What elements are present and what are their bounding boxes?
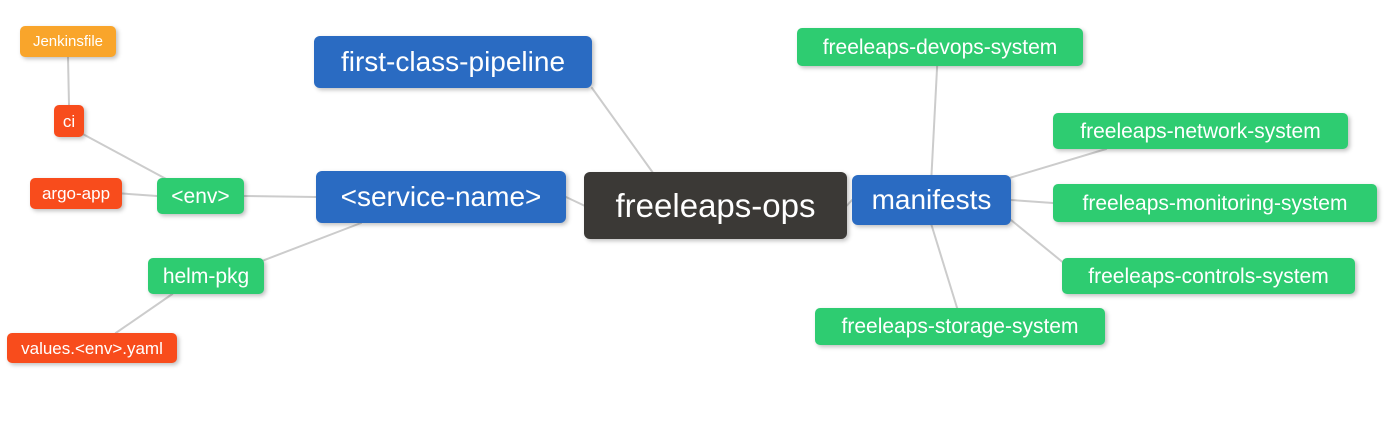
- node-first-class-pipeline[interactable]: first-class-pipeline: [314, 36, 592, 88]
- node-monitoring-system[interactable]: freeleaps-monitoring-system: [1053, 184, 1377, 222]
- edge-helm-pkg-to-service-name: [263, 222, 362, 262]
- node-jenkinsfile[interactable]: Jenkinsfile: [20, 26, 116, 57]
- edge-manifests-to-devops-system: [930, 65, 939, 176]
- node-controls-system[interactable]: freeleaps-controls-system: [1062, 258, 1355, 294]
- node-devops-system[interactable]: freeleaps-devops-system: [797, 28, 1083, 66]
- node-storage-system[interactable]: freeleaps-storage-system: [815, 308, 1105, 345]
- edge-first-class-pipeline-to-freeleaps-ops: [591, 87, 654, 173]
- edge-argo-app-to-env: [121, 192, 158, 197]
- edge-values-env-yaml-to-helm-pkg: [114, 293, 174, 334]
- edge-manifests-to-network-system: [1010, 148, 1108, 179]
- edge-manifests-to-monitoring-system: [1010, 199, 1054, 204]
- edge-env-to-service-name: [243, 195, 317, 198]
- node-values-env-yaml[interactable]: values.<env>.yaml: [7, 333, 177, 363]
- edge-freeleaps-ops-to-manifests: [846, 199, 853, 207]
- edge-manifests-to-controls-system: [1010, 219, 1063, 263]
- edge-jenkinsfile-to-ci: [67, 56, 70, 106]
- node-manifests[interactable]: manifests: [852, 175, 1011, 225]
- edge-ci-to-env: [78, 131, 167, 180]
- edge-manifests-to-storage-system: [930, 224, 959, 309]
- node-env[interactable]: <env>: [157, 178, 244, 214]
- node-argo-app[interactable]: argo-app: [30, 178, 122, 209]
- node-network-system[interactable]: freeleaps-network-system: [1053, 113, 1348, 149]
- node-ci[interactable]: ci: [54, 105, 84, 137]
- edge-service-name-to-freeleaps-ops: [565, 196, 585, 207]
- node-freeleaps-ops[interactable]: freeleaps-ops: [584, 172, 847, 239]
- node-helm-pkg[interactable]: helm-pkg: [148, 258, 264, 294]
- node-service-name[interactable]: <service-name>: [316, 171, 566, 223]
